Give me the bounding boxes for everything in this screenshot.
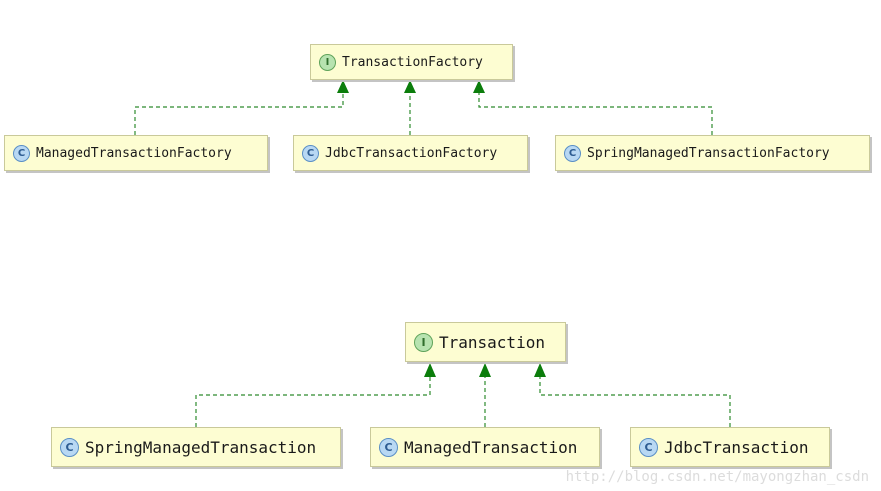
interface-node-transaction[interactable]: I Transaction xyxy=(405,322,566,362)
class-node-managed-transaction[interactable]: C ManagedTransaction xyxy=(370,427,600,467)
arrowhead-managed-transaction xyxy=(479,363,491,377)
class-icon: C xyxy=(302,144,319,162)
class-icon: C xyxy=(639,437,658,457)
arrowhead-jdbc-transaction xyxy=(534,363,546,377)
class-icon: C xyxy=(60,437,79,457)
watermark-text: http://blog.csdn.net/mayongzhan_csdn xyxy=(565,469,869,485)
interface-icon: I xyxy=(319,53,336,71)
arrowhead-spring-factory xyxy=(473,80,485,93)
node-label: JdbcTransactionFactory xyxy=(325,145,498,161)
realization-line-jdbc-transaction xyxy=(539,376,731,427)
realization-line-spring-transaction xyxy=(195,376,431,427)
node-label: ManagedTransaction xyxy=(404,437,578,457)
realization-arrows-transaction xyxy=(195,363,731,427)
interface-node-transaction-factory[interactable]: I TransactionFactory xyxy=(310,44,513,80)
class-icon: C xyxy=(379,437,398,457)
class-node-jdbc-transaction-factory[interactable]: C JdbcTransactionFactory xyxy=(293,135,528,171)
arrowhead-jdbc-factory xyxy=(404,80,416,93)
arrowhead-spring-transaction xyxy=(424,363,436,377)
interface-icon: I xyxy=(414,332,433,352)
realization-arrows-transaction-factory xyxy=(134,80,713,135)
class-icon: C xyxy=(564,144,581,162)
arrowhead-managed-factory xyxy=(337,80,349,93)
class-icon: C xyxy=(13,144,30,162)
realization-line-spring-factory xyxy=(478,92,713,135)
node-label: SpringManagedTransaction xyxy=(85,437,317,457)
node-label: ManagedTransactionFactory xyxy=(36,145,232,161)
node-label: JdbcTransaction xyxy=(664,437,809,457)
realization-line-managed-factory xyxy=(134,92,344,135)
class-node-managed-transaction-factory[interactable]: C ManagedTransactionFactory xyxy=(4,135,268,171)
node-label: TransactionFactory xyxy=(342,54,483,70)
class-node-spring-managed-transaction[interactable]: C SpringManagedTransaction xyxy=(51,427,341,467)
class-node-spring-managed-transaction-factory[interactable]: C SpringManagedTransactionFactory xyxy=(555,135,870,171)
node-label: Transaction xyxy=(439,332,545,352)
node-label: SpringManagedTransactionFactory xyxy=(587,145,830,161)
class-node-jdbc-transaction[interactable]: C JdbcTransaction xyxy=(630,427,830,467)
